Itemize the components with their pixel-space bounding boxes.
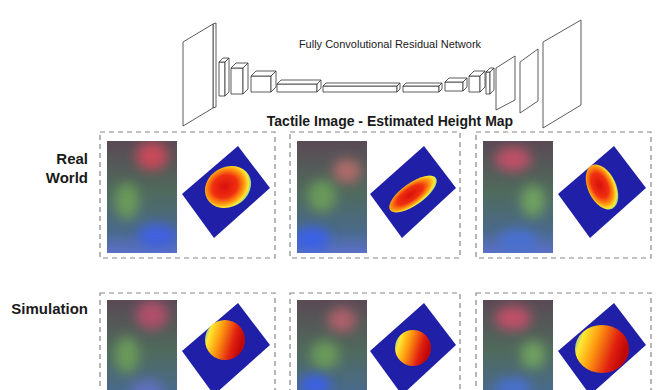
tactile-image — [483, 141, 553, 253]
height-map — [370, 303, 456, 390]
network-drawing — [463, 78, 467, 91]
tactile-image — [308, 180, 336, 212]
tactile-image — [136, 301, 168, 329]
height-map — [370, 146, 456, 238]
network-drawing — [496, 56, 515, 110]
network-drawing — [243, 63, 248, 94]
network-drawing — [271, 71, 276, 92]
tactile-image — [333, 159, 361, 183]
tactile-image — [107, 300, 177, 390]
height-map — [558, 146, 646, 238]
tactile-image — [137, 224, 177, 248]
tactile-image — [131, 380, 163, 390]
network-drawing — [445, 82, 463, 91]
height-map — [395, 330, 431, 366]
network-drawing — [323, 86, 397, 92]
tactile-image — [483, 300, 553, 390]
tactile-image — [136, 142, 168, 170]
tactile-image — [495, 378, 531, 390]
tactile-image — [115, 337, 139, 373]
height-map — [182, 146, 646, 390]
network-drawing — [520, 49, 538, 113]
tactile-image — [297, 300, 367, 390]
tactile-image — [107, 141, 553, 390]
row-label: Simulation — [11, 300, 88, 319]
tactile-image — [498, 229, 538, 253]
height-map — [558, 303, 646, 390]
height-map — [558, 303, 646, 390]
network-drawing — [225, 58, 229, 96]
height-map — [182, 303, 270, 390]
tactile-image — [328, 308, 356, 332]
tactile-image — [107, 141, 177, 253]
network-drawing — [397, 83, 400, 92]
tactile-image — [483, 300, 553, 390]
network-drawing — [490, 68, 494, 94]
tactile-image — [483, 141, 553, 253]
tactile-image — [521, 341, 545, 369]
network-drawing — [403, 86, 439, 92]
network-drawing — [277, 84, 317, 92]
height-map — [182, 146, 270, 238]
network-drawing — [251, 76, 271, 92]
network-drawing — [183, 20, 581, 128]
panel-frames — [476, 132, 651, 258]
tactile-image — [299, 375, 331, 390]
tactile-image — [297, 141, 367, 253]
network-drawing — [480, 71, 485, 92]
network-drawing — [219, 62, 225, 96]
tactile-image — [107, 300, 177, 390]
height-map — [370, 303, 456, 390]
tactile-image — [297, 300, 367, 390]
network-drawing — [439, 83, 442, 92]
panel-frames — [100, 132, 651, 390]
network-drawing — [277, 80, 321, 84]
section-heading: Tactile Image - Estimated Height Map — [267, 113, 513, 131]
height-map — [558, 146, 646, 238]
network-drawing — [317, 80, 321, 92]
tactile-image — [521, 185, 545, 217]
network-drawing — [486, 72, 490, 94]
height-map — [384, 169, 442, 219]
height-map — [579, 159, 625, 214]
network-drawing — [403, 83, 442, 86]
tactile-image — [495, 147, 531, 171]
tactile-image — [297, 227, 330, 251]
network-drawing — [183, 24, 213, 126]
row-label: Real World — [26, 150, 88, 188]
tactile-image — [107, 141, 177, 253]
panel-frames — [290, 132, 460, 258]
height-map — [370, 146, 456, 238]
height-map — [182, 303, 270, 390]
height-map — [182, 146, 270, 238]
network-drawing — [213, 23, 216, 108]
height-map — [197, 158, 259, 217]
network-drawing — [543, 20, 581, 128]
network-drawing — [231, 68, 243, 94]
height-map — [205, 320, 245, 360]
height-map — [575, 325, 629, 373]
network-title: Fully Convolutional Residual Network — [299, 38, 481, 52]
tactile-image — [115, 183, 139, 219]
network-drawing — [323, 83, 400, 86]
network-drawing — [469, 76, 480, 92]
tactile-image — [495, 306, 531, 330]
tactile-image — [311, 341, 339, 369]
panel-frames — [100, 132, 275, 258]
